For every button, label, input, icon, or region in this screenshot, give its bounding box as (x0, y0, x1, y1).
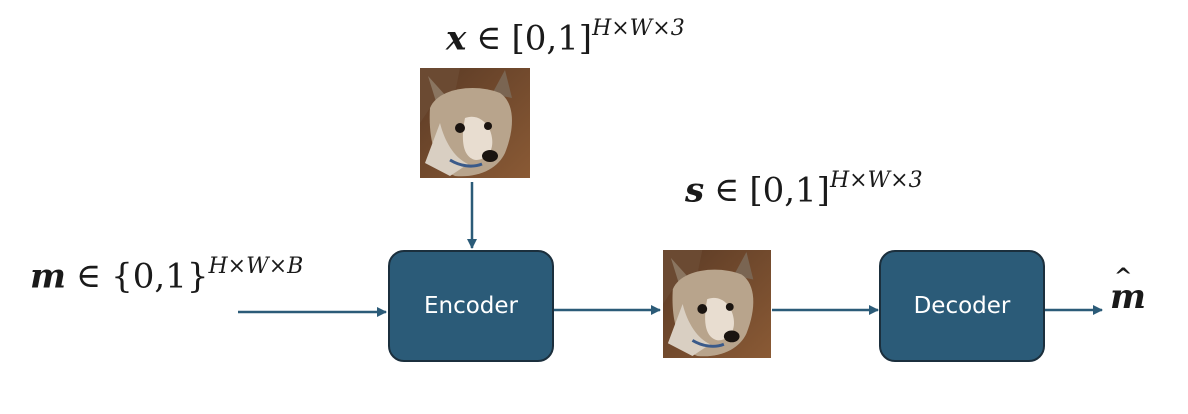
dog-photo-icon (663, 250, 771, 358)
label-m-var: m (30, 256, 66, 297)
encoder-block: Encoder (388, 250, 554, 362)
label-stego-image: s∈[0,1]H×W×3 (685, 170, 923, 211)
stego-image (662, 250, 772, 358)
label-x-exp: H×W×3 (592, 16, 685, 41)
encoder-label: Encoder (423, 293, 519, 319)
label-s-rel: ∈ (714, 170, 740, 211)
label-m-set: {0,1} (111, 256, 209, 297)
cover-image (420, 68, 530, 178)
label-s-set: [0,1] (749, 170, 830, 211)
decoder-block: Decoder (879, 250, 1045, 362)
label-cover-image: x∈[0,1]H×W×3 (446, 18, 685, 59)
label-x-rel: ∈ (476, 18, 502, 59)
label-mhat-var: m (1110, 277, 1146, 317)
label-x-set: [0,1] (511, 18, 593, 59)
label-s-var: s (685, 170, 705, 211)
dog-photo-icon (420, 68, 530, 178)
label-decoded-message: ^m (1110, 266, 1146, 317)
label-message: m∈{0,1}H×W×B (30, 256, 303, 297)
label-mhat-accent: ^ (1114, 264, 1133, 290)
decoder-label: Decoder (913, 293, 1011, 319)
label-m-exp: H×W×B (208, 254, 304, 279)
label-m-rel: ∈ (75, 256, 102, 297)
label-x-var: x (446, 18, 467, 59)
label-s-exp: H×W×3 (829, 168, 923, 193)
